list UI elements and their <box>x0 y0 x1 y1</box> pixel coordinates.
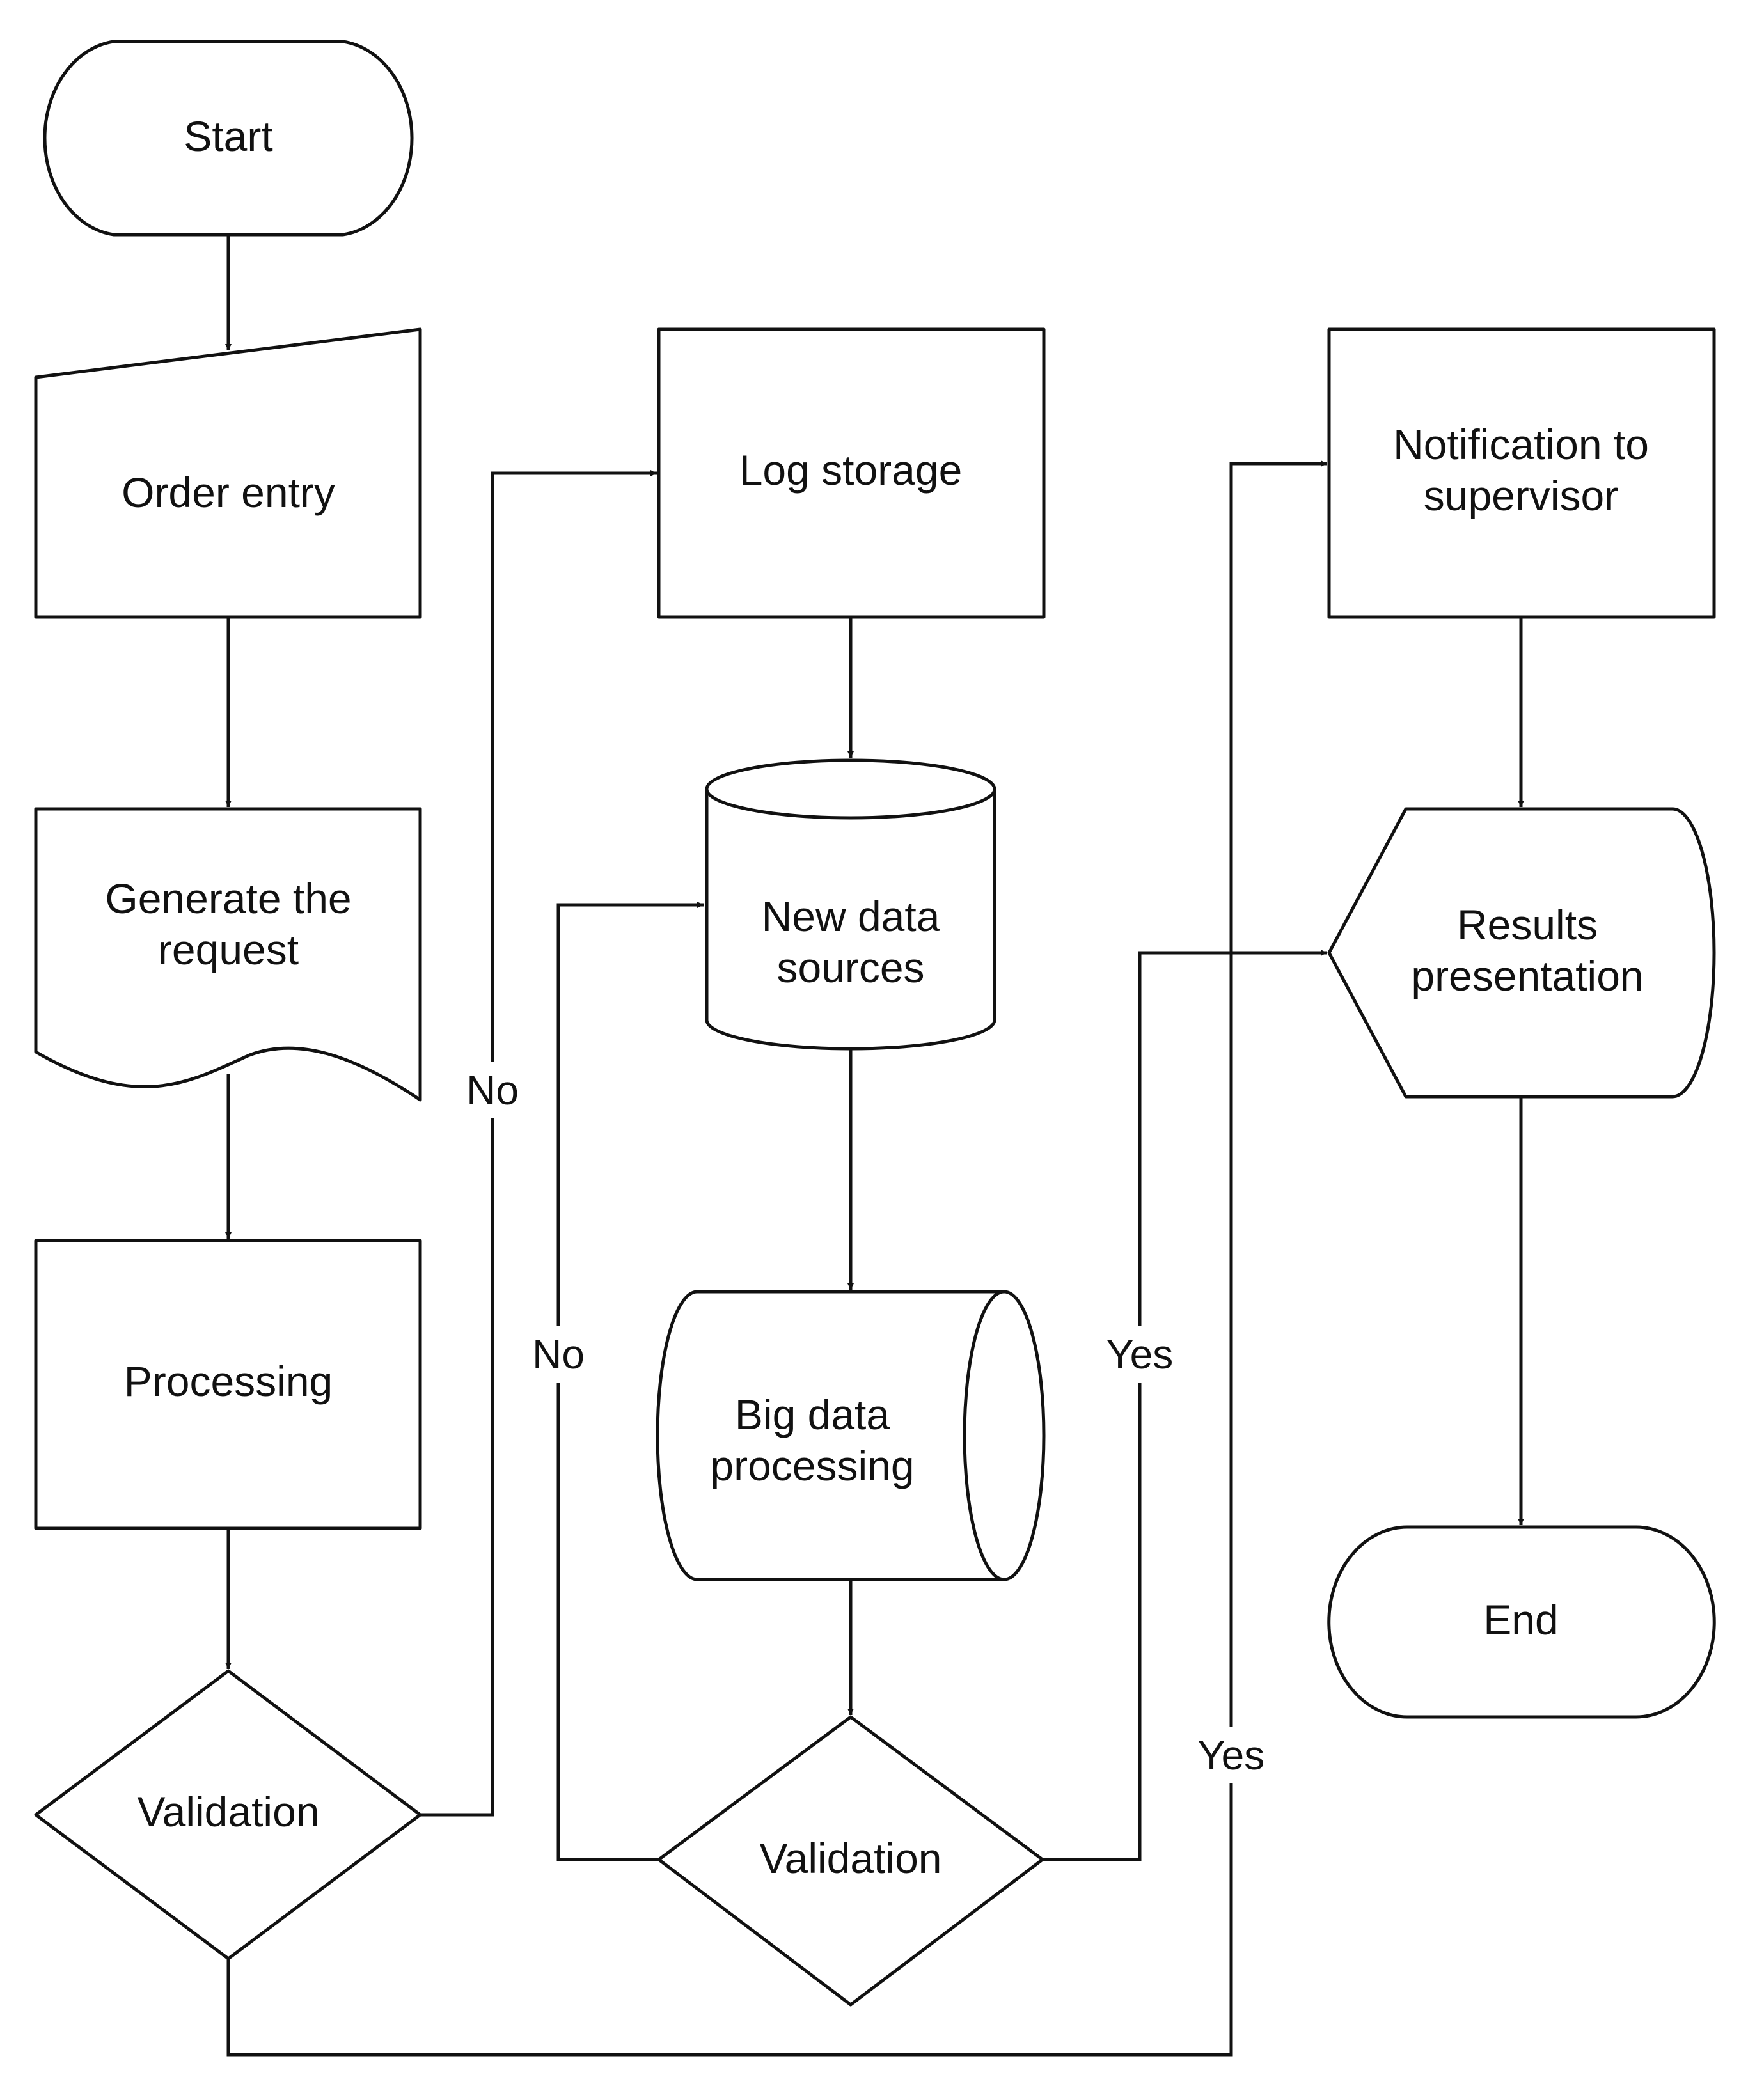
database-shape-edge <box>705 788 996 820</box>
document-shape <box>34 807 422 1102</box>
node-label: request <box>158 926 299 973</box>
node-log-storage: Log storage <box>657 327 1046 619</box>
node-validation-2: Validation <box>657 1715 1044 2007</box>
node-label: New data <box>762 893 940 940</box>
edge-validation-1-to-notification <box>226 460 1327 2057</box>
node-validation-1: Validation <box>34 1669 422 1961</box>
node-end: End <box>1327 1525 1716 1719</box>
node-order-entry: Order entry <box>34 327 422 619</box>
process-shape <box>1327 327 1716 619</box>
process-shape <box>34 1239 422 1530</box>
node-label: Processing <box>124 1358 333 1405</box>
edge-label-text: Yes <box>1106 1331 1173 1377</box>
node-label: Generate the <box>105 875 351 922</box>
node-start: Start <box>43 40 414 237</box>
node-label: presentation <box>1411 952 1643 999</box>
node-label: Order entry <box>122 469 335 516</box>
node-processing: Processing <box>34 1239 422 1530</box>
edges-layer <box>225 235 1524 2057</box>
edge-label-text: Yes <box>1198 1732 1264 1778</box>
decision-shape <box>34 1669 422 1961</box>
node-label: supervisor <box>1424 472 1618 519</box>
terminator-shape <box>43 40 414 237</box>
direct-access-storage-shape-edge <box>963 1290 1005 1581</box>
node-label: Validation <box>138 1788 320 1835</box>
node-label: Log storage <box>739 446 963 494</box>
node-label: Start <box>184 113 272 160</box>
node-label: processing <box>710 1442 914 1489</box>
decision-shape <box>657 1715 1044 2007</box>
edge-label-no: No <box>520 1326 597 1383</box>
edge-label-text: No <box>466 1067 519 1113</box>
node-label: Results <box>1457 901 1598 948</box>
node-label: End <box>1483 1596 1558 1643</box>
edge-validation-1-to-log-storage <box>420 470 657 1817</box>
display-shape <box>1327 807 1716 1099</box>
node-label: sources <box>776 944 924 991</box>
manual-input-shape <box>34 327 422 619</box>
node-label: Big data <box>735 1391 890 1438</box>
database-shape <box>705 758 996 1051</box>
edge-validation-2-to-results-presentation <box>1043 950 1327 1861</box>
edge-label-text: No <box>532 1331 585 1377</box>
edge-label-yes: Yes <box>1101 1326 1178 1383</box>
terminator-shape <box>1327 1525 1716 1719</box>
node-label: Notification to <box>1393 421 1649 468</box>
process-shape <box>657 327 1046 619</box>
edge-label-yes: Yes <box>1193 1727 1270 1783</box>
node-label: Validation <box>760 1835 942 1882</box>
edge-label-no: No <box>454 1062 531 1118</box>
